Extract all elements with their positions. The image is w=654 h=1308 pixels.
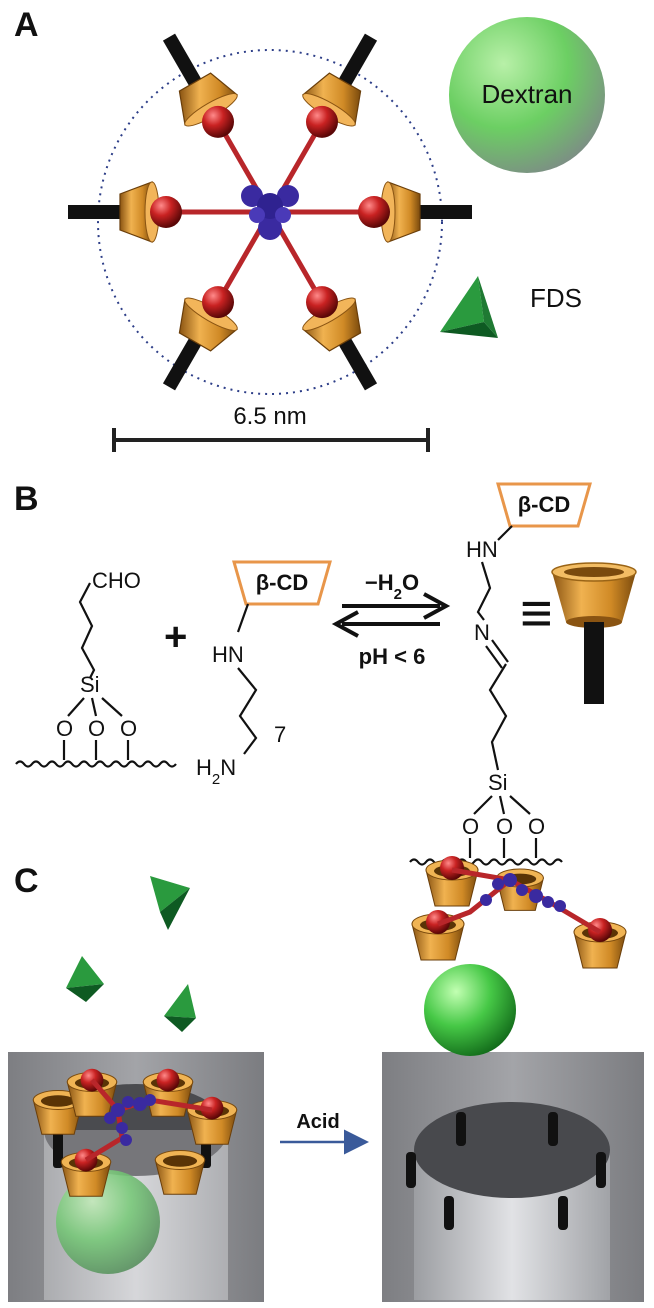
cap-cup-4 [186,1096,238,1145]
rotaxane-arm-top-left [162,33,266,202]
product-beta-cd-box [496,482,592,528]
dextran-label: Dextran [481,79,572,109]
product-hn-label: HN [466,537,498,562]
equilibrium-arrows: −H2O pH < 6 [331,570,451,669]
compound-number: 7 [274,722,286,747]
hn-label: HN [212,642,244,667]
imine-n-label: N [474,620,490,645]
rotaxane-arm-top-right [274,33,378,202]
h2n-label: H2N [196,755,236,788]
product-silicon-atom: Si [488,770,508,795]
panel-b-letter: B [14,480,39,518]
open-pore [382,1052,644,1302]
product-oxygen-atom-2: O [496,814,513,839]
fds-molecule-icon-3 [164,984,196,1032]
cap-cup-5 [60,1148,112,1197]
cap-cup-6 [154,1150,206,1195]
aldehyde-surface-structure: CHO Si O O O [15,568,177,768]
cho-group: CHO [92,568,141,593]
triazine-core [241,185,299,240]
dextran-sphere [449,17,605,173]
panel-a: A Dextran FDS 6.5 nm [14,6,605,452]
cap-cup-3 [142,1068,194,1117]
rotaxane-arms [68,33,472,391]
scale-bar [112,428,430,452]
plus-sign: + [164,615,187,659]
silica-surface-wave-left [15,760,177,768]
panel-c-letter: C [14,862,39,900]
beta-cd-box [232,560,332,606]
reverse-condition: pH < 6 [359,644,426,669]
rotaxane-arm-left [68,181,256,243]
rotaxane-arm-bottom-left [162,222,266,391]
rotaxane-arm-bottom-right [274,222,378,391]
forward-condition: −H2O [365,570,419,603]
fds-molecule-icon-1 [150,876,190,930]
cup-stem-icon [551,562,637,704]
oxygen-atom-1: O [56,716,73,741]
imine-product-structure: β-CD HN N Si O O O [409,482,592,866]
rotaxane-cap-closed [32,1068,238,1197]
equivalence-sign: ≡ [520,581,553,644]
rotaxane-cap-released [411,856,627,969]
stem-stubs [406,1112,606,1230]
capped-pore [8,1052,264,1302]
fds-label: FDS [530,283,582,313]
cap-cup-2 [66,1068,118,1117]
oxygen-atom-2: O [88,716,105,741]
panel-a-letter: A [14,6,39,44]
rotaxane-arm-right [284,181,472,243]
product-oxygen-atom-1: O [462,814,479,839]
released-dextran-sphere [424,964,516,1056]
oxygen-atom-3: O [120,716,137,741]
acid-arrow-label: Acid [296,1111,339,1133]
panel-c: C Acid [8,856,644,1302]
released-cup-3 [573,918,627,969]
fds-tetrahedron-icon [440,276,498,338]
panel-b: B CHO Si O O O + β-CD HN H2N 7 [14,480,637,866]
product-beta-cd-label: β-CD [518,492,571,517]
released-cup-1 [425,856,479,907]
beta-cd-label: β-CD [256,570,309,595]
product-oxygen-atom-3: O [528,814,545,839]
beta-cd-amine-compound: β-CD HN H2N 7 [196,560,332,788]
size-boundary-circle [97,49,443,395]
fds-molecule-icon-2 [66,956,104,1002]
silicon-atom: Si [80,672,100,697]
scale-bar-label: 6.5 nm [233,403,306,430]
